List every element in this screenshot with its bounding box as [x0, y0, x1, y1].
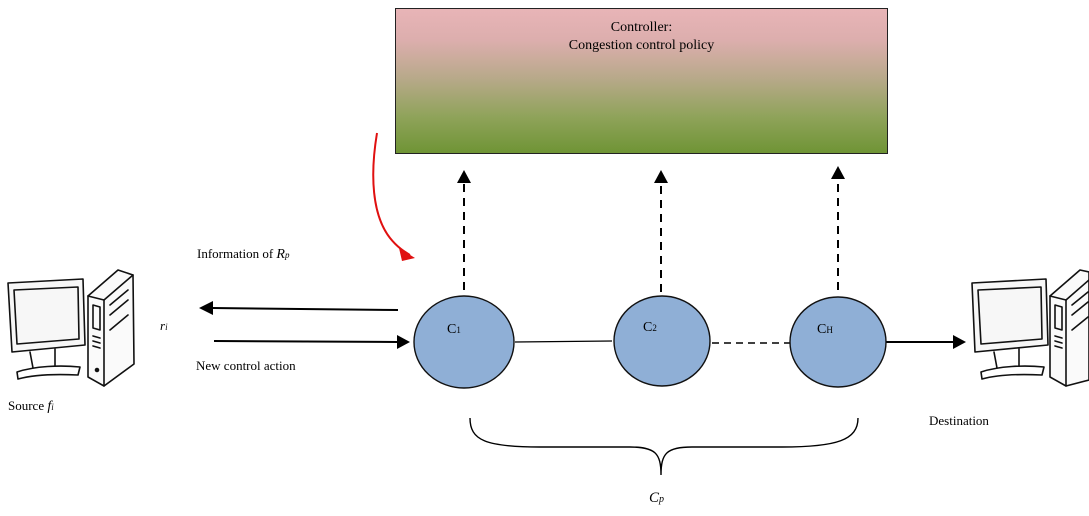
feedback-arrowhead-ch	[831, 166, 845, 179]
node-ch	[789, 296, 887, 388]
node-c1-label: C1	[447, 322, 461, 337]
control-action-label: New control action	[196, 358, 296, 373]
annotation-arrow	[372, 132, 411, 256]
node-c2-label: C2	[643, 320, 657, 335]
annotation-arrowhead	[399, 248, 415, 261]
feedback-to-source-head	[199, 301, 213, 315]
destination-label: Destination	[929, 413, 989, 428]
feedback-arrowhead-c2	[654, 170, 668, 183]
feedback-to-source	[211, 307, 399, 311]
control-action-arrow	[213, 340, 399, 343]
curly-brace	[469, 417, 859, 476]
controller-box: Controller: Congestion control policy	[395, 8, 888, 154]
node-c2	[613, 295, 711, 387]
controller-subtitle: Congestion control policy	[568, 38, 715, 53]
source-computer-icon	[7, 269, 135, 387]
path-label: Cp	[649, 490, 665, 506]
node-ch-label: CH	[817, 322, 833, 337]
controller-title: Controller:	[610, 20, 673, 35]
node-c1	[413, 295, 515, 389]
control-action-head	[397, 335, 410, 349]
link-c1-c2	[514, 340, 613, 343]
information-label: Information of Rp	[197, 246, 290, 262]
destination-arrowhead	[953, 335, 966, 349]
feedback-arrowhead-c1	[457, 170, 471, 183]
source-label: Source fi	[8, 398, 54, 414]
rate-label: ri	[160, 318, 168, 333]
destination-computer-icon	[971, 269, 1089, 387]
